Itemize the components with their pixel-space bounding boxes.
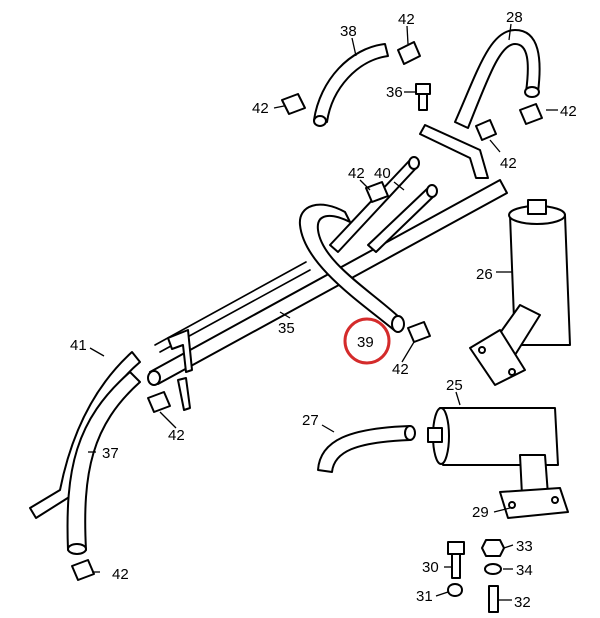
nut-icon xyxy=(481,539,505,557)
highlight-ring xyxy=(343,317,391,365)
bolt-30-icon xyxy=(447,541,465,555)
silencer-25 xyxy=(427,407,569,519)
lock-washer-icon xyxy=(447,583,463,597)
silencer-26 xyxy=(469,199,571,386)
callout-42-top: 42 xyxy=(398,11,415,28)
bend-28 xyxy=(454,29,541,129)
callout-42-bottom: 42 xyxy=(112,566,129,583)
callout-41: 41 xyxy=(70,337,87,354)
hose-38 xyxy=(313,43,389,127)
callout-30: 30 xyxy=(422,559,439,576)
callout-39: 39 xyxy=(357,334,374,351)
callout-labels: 38 42 28 36 42 42 42 42 40 26 35 39 41 4… xyxy=(70,9,577,611)
callout-28: 28 xyxy=(506,9,523,26)
callout-34: 34 xyxy=(516,562,533,579)
leader-lines xyxy=(88,23,558,601)
callout-42-center: 42 xyxy=(348,165,365,182)
callout-32: 32 xyxy=(514,594,531,611)
callout-31: 31 xyxy=(416,588,433,605)
callout-26: 26 xyxy=(476,266,493,283)
callout-42-right: 42 xyxy=(560,103,577,120)
callout-33: 33 xyxy=(516,538,533,555)
stud-icon xyxy=(488,585,499,613)
callout-25: 25 xyxy=(446,377,463,394)
callout-42-lower: 42 xyxy=(392,361,409,378)
callout-42-bracket: 42 xyxy=(168,427,185,444)
callout-42-left: 42 xyxy=(252,100,269,117)
pipe-bracket xyxy=(167,329,193,411)
fasteners xyxy=(447,539,505,613)
callout-29: 29 xyxy=(472,504,489,521)
pipe-37 xyxy=(66,371,141,555)
hose-27 xyxy=(317,425,416,473)
callout-40: 40 xyxy=(374,165,391,182)
callout-36: 36 xyxy=(386,84,403,101)
washer-icon xyxy=(484,563,502,575)
hose-39 xyxy=(298,203,405,333)
callout-37: 37 xyxy=(102,445,119,462)
hose-clamp-icon xyxy=(71,41,543,581)
callout-27: 27 xyxy=(302,412,319,429)
callout-38: 38 xyxy=(340,23,357,40)
callout-35: 35 xyxy=(278,320,295,337)
bolt-icon xyxy=(415,83,431,111)
callout-42-mid: 42 xyxy=(500,155,517,172)
